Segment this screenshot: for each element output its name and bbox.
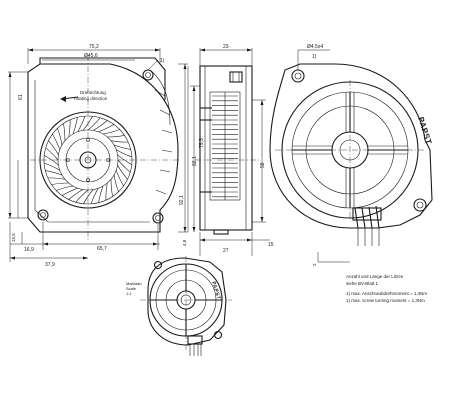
- impeller-blade: [113, 144, 131, 150]
- dim-hole-spacing: 65,7: [97, 246, 107, 252]
- impeller-blade: [52, 133, 61, 150]
- dim-hole: Ø4,5x4: [307, 44, 323, 50]
- impeller-blade: [110, 179, 113, 197]
- impeller-blade: [61, 187, 78, 196]
- impeller-blade: [102, 129, 120, 135]
- impeller-blade: [117, 159, 131, 173]
- impeller-blade: [47, 177, 66, 180]
- impeller-blade: [57, 128, 63, 146]
- impeller-blade: [90, 188, 99, 204]
- impeller-blade: [68, 189, 83, 200]
- impeller-blade: [105, 182, 108, 201]
- dim-small-left: 15,5: [11, 233, 16, 242]
- impeller-blade: [77, 116, 86, 132]
- impeller-blade: [45, 147, 59, 161]
- dim-small-rear: 2: [312, 263, 317, 266]
- dim-height-right: 92,1: [179, 195, 185, 205]
- papst-logo: PAPST: [416, 116, 433, 146]
- dim-depth: 23: [223, 44, 229, 50]
- dim-note-1: 1): [160, 58, 165, 64]
- scale-label-2: Scale: [126, 286, 137, 291]
- dim-bottom-offset: 16,9: [24, 247, 34, 253]
- note-line-2: siehe BV-Blatt 1: [346, 281, 379, 286]
- impeller-blade: [44, 162, 60, 171]
- note-line-3: 1) max. Anschraubdrehmoment = 1,3Nm: [346, 291, 427, 296]
- impeller-blade: [83, 189, 94, 204]
- impeller-blade: [117, 154, 132, 165]
- impeller-blade: [115, 170, 124, 187]
- rotation-label-de: Drehrichtung: [80, 90, 106, 95]
- impeller-blade: [63, 123, 66, 141]
- impeller-blade: [113, 174, 119, 192]
- impeller-blade: [93, 120, 108, 131]
- front-view: Drehrichtung rotating direction 75,2 Ø45…: [8, 44, 188, 268]
- scale-label-1: Maßstab: [126, 281, 142, 286]
- impeller-blade: [72, 117, 78, 135]
- impeller-blade: [107, 135, 125, 138]
- dim-bottom-b: 15: [268, 242, 274, 248]
- papst-logo-small: PAPST: [210, 281, 222, 301]
- dim-bottom-a: 27: [223, 248, 229, 254]
- scale-label-3: 1:1: [126, 291, 132, 296]
- impeller-blade: [110, 140, 129, 143]
- impeller-blade: [44, 155, 59, 166]
- impeller-blade: [87, 117, 101, 131]
- impeller-blade: [45, 170, 63, 176]
- impeller-blade: [98, 185, 104, 203]
- dim-overall-bottom: 37,9: [45, 262, 55, 268]
- scale-view: PAPST Maßstab Scale 1:1: [126, 256, 232, 356]
- impeller-blade: [56, 185, 74, 191]
- side-view: 23 82,1 75,5 58 27 15 4,8: [182, 44, 274, 256]
- impeller-blade: [48, 140, 59, 155]
- rotation-label-en: rotating direction: [74, 96, 108, 101]
- dim-bottom-c: 4,8: [182, 239, 187, 246]
- note-line-1: Anzahl und Länge der Litzen: [346, 274, 404, 279]
- dim-height-b: 75,5: [199, 138, 205, 148]
- dim-height-rear: 58: [260, 162, 266, 168]
- impeller-blade: [98, 124, 115, 133]
- note-line-4: 1) max. screw turning moment = 1,3Nm: [346, 298, 425, 303]
- impeller-blade: [68, 119, 71, 138]
- dim-hole-note: 1): [312, 54, 317, 60]
- impeller-blade: [75, 189, 89, 203]
- rear-view: PAPST Ø4,5x4 1) 2: [269, 44, 433, 266]
- impeller-blade: [116, 149, 132, 158]
- impeller-blade: [82, 116, 93, 131]
- dim-height-a: 82,1: [192, 156, 198, 166]
- impeller-blade: [117, 165, 128, 180]
- notes: Anzahl und Länge der Litzen siehe BV-Bla…: [346, 274, 427, 303]
- dim-height-left: 61: [18, 94, 24, 100]
- dim-width: 75,2: [89, 44, 99, 50]
- impeller-blade: [51, 182, 69, 185]
- dim-inlet: Ø45,6: [84, 53, 98, 59]
